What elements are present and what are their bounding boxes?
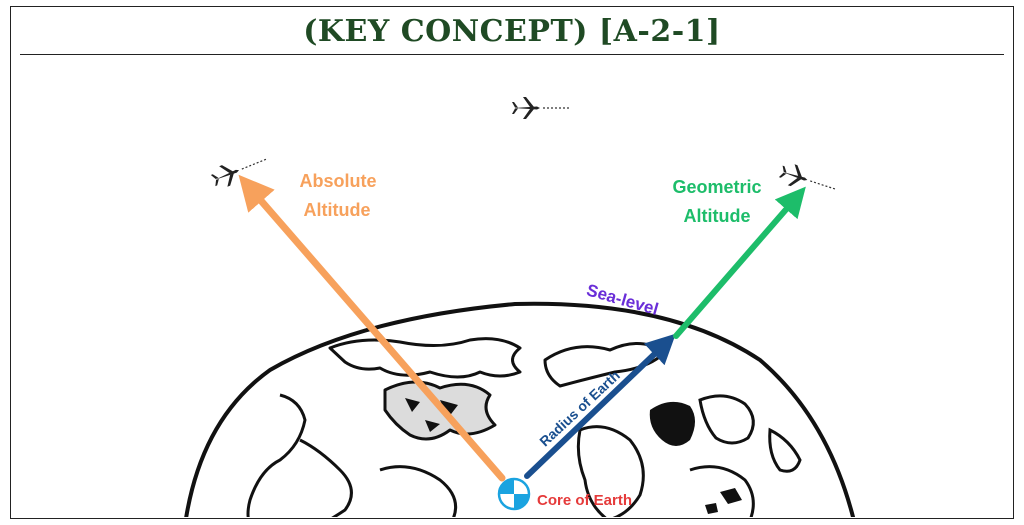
sea-level-label: Sea-level [584, 280, 660, 319]
core-marker-icon [497, 477, 531, 511]
airplane-icon [512, 97, 569, 119]
absolute-altitude-label-1: Absolute [299, 171, 376, 191]
absolute-altitude-arrow [238, 174, 506, 482]
absolute-altitude-label-2: Altitude [304, 200, 371, 220]
airplane-icon [208, 158, 267, 191]
core-of-earth-label: Core of Earth [537, 492, 632, 509]
airplane-icon [777, 160, 836, 191]
diagram-frame [10, 6, 1014, 519]
title-rule [20, 54, 1004, 55]
geometric-altitude-arrow [673, 186, 806, 339]
geometric-altitude-label-1: Geometric [672, 177, 761, 197]
radius-of-earth-arrow [524, 333, 676, 479]
geometric-altitude-label-2: Altitude [684, 206, 751, 226]
page-title: (KEY CONCEPT) [A-2-1] [303, 14, 721, 49]
